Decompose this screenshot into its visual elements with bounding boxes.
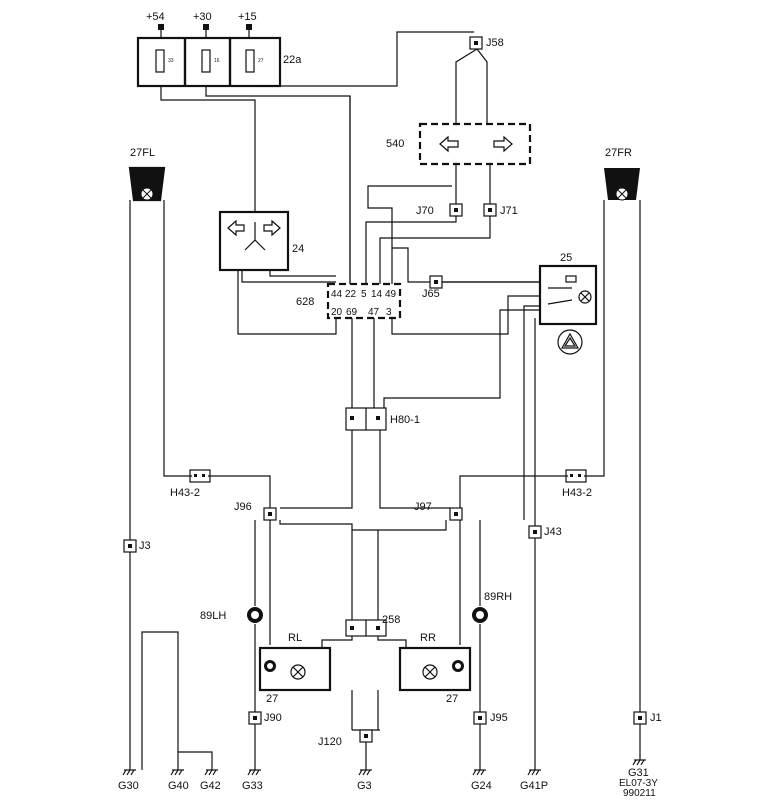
joint-j120-label: J120	[318, 736, 342, 748]
wires	[129, 31, 641, 770]
footer-code: EL07-3Y	[619, 778, 658, 789]
rear-lamp-rl-label: RL	[288, 632, 302, 644]
joint-j70: J70	[416, 203, 463, 217]
connector-258-label: 258	[382, 614, 400, 626]
connector-258: 258	[345, 614, 400, 637]
fuse-block-22a: 33 16 27 22a	[136, 36, 302, 88]
flasher-relay-label: 24	[292, 243, 304, 255]
ground-g33-symbol	[247, 769, 261, 776]
joint-j65: J65	[422, 275, 443, 300]
ground-g42-symbol	[204, 769, 218, 776]
pin-49: 49	[385, 289, 397, 300]
front-lamp-fr-label: 27FR	[605, 147, 632, 159]
joint-j1: J1	[633, 711, 662, 725]
module-540-label: 540	[386, 138, 404, 150]
module-540: 540	[386, 122, 532, 166]
joint-j71: J71	[483, 203, 518, 217]
h43-right-label: H43-2	[562, 487, 592, 499]
front-lamp-27fl: 27FL	[128, 147, 166, 202]
ground-g40-label: G40	[168, 780, 189, 792]
rear-lamp-right-number: 27	[446, 693, 458, 705]
joint-j95: J95	[473, 711, 508, 725]
fuse-27-label: 27	[258, 58, 264, 64]
joint-j90: J90	[248, 711, 282, 725]
pin-69: 69	[346, 307, 358, 318]
h43-left-label: H43-2	[170, 487, 200, 499]
joint-j96-label: J96	[234, 501, 252, 513]
joint-j70-label: J70	[416, 205, 434, 217]
joint-j120: J120	[318, 729, 373, 748]
joint-j97: J97	[414, 501, 463, 521]
joint-j43: J43	[528, 525, 562, 539]
joint-j90-label: J90	[264, 712, 282, 724]
connector-628-label: 628	[296, 296, 314, 308]
side-marker-89rh: 89RH	[472, 591, 512, 623]
pin-20: 20	[331, 307, 343, 318]
grounds: G30 G40 G42 G33 G3 G24 G41P G31 EL07-3Y …	[118, 759, 658, 799]
ground-g41p-symbol	[527, 769, 541, 776]
connector-h43-2-right: H43-2	[562, 469, 592, 499]
pin-5: 5	[361, 289, 367, 300]
supply-terminals: +54 +30 +15	[146, 11, 257, 38]
connector-h43-2-left: H43-2	[170, 469, 211, 499]
ground-g42-label: G42	[200, 780, 221, 792]
joint-j1-label: J1	[650, 712, 662, 724]
fuse-33-label: 33	[168, 58, 174, 64]
ground-g41p-label: G41P	[520, 780, 548, 792]
ground-g33-label: G33	[242, 780, 263, 792]
pin-44: 44	[331, 289, 343, 300]
joint-j43-label: J43	[544, 526, 562, 538]
side-marker-89lh: 89LH	[200, 607, 263, 623]
side-marker-lh-label: 89LH	[200, 610, 226, 622]
ground-g31-symbol	[632, 759, 646, 766]
connector-628: 44 22 5 14 49 20 69 47 3 628	[296, 282, 402, 320]
rear-lamp-rr: RR 27	[398, 632, 472, 705]
ground-g24-symbol	[472, 769, 486, 776]
ground-g31-label: G31	[628, 767, 649, 779]
pin-22: 22	[345, 289, 357, 300]
joint-j71-label: J71	[500, 205, 518, 217]
front-lamp-fl-label: 27FL	[130, 147, 155, 159]
supply-15-label: +15	[238, 11, 257, 23]
joint-j65-label: J65	[422, 288, 440, 300]
pin-3: 3	[386, 307, 392, 318]
ground-g24-label: G24	[471, 780, 492, 792]
connector-h80-label: H80-1	[390, 414, 420, 426]
joint-j97-label: J97	[414, 501, 432, 513]
hazard-switch-25: 25	[538, 252, 598, 355]
joint-j95-label: J95	[490, 712, 508, 724]
ground-g3-label: G3	[357, 780, 372, 792]
supply-54-label: +54	[146, 11, 165, 23]
ground-g40-symbol	[170, 769, 184, 776]
rear-lamp-left-number: 27	[266, 693, 278, 705]
pin-47: 47	[368, 307, 380, 318]
flasher-relay-24: 24	[218, 210, 304, 272]
hazard-switch-label: 25	[560, 252, 572, 264]
joint-j96: J96	[234, 501, 277, 521]
joint-j58: J58	[469, 36, 504, 50]
joint-j58-label: J58	[486, 37, 504, 49]
connector-h80-1: H80-1	[345, 407, 420, 431]
rear-lamp-rl: RL 27	[258, 632, 332, 705]
pin-14: 14	[371, 289, 383, 300]
footer-date: 990211	[623, 788, 656, 799]
fuse-16-label: 16	[214, 58, 220, 64]
joint-j3-label: J3	[139, 540, 151, 552]
joint-j3: J3	[123, 539, 151, 553]
side-marker-rh-label: 89RH	[484, 591, 512, 603]
fuse-block-label: 22a	[283, 54, 302, 66]
rear-lamp-rr-label: RR	[420, 632, 436, 644]
front-lamp-27fr: 27FR	[604, 147, 640, 201]
ground-g3-symbol	[358, 769, 372, 776]
ground-g30-symbol	[122, 769, 136, 776]
supply-30-label: +30	[193, 11, 212, 23]
ground-g30-label: G30	[118, 780, 139, 792]
